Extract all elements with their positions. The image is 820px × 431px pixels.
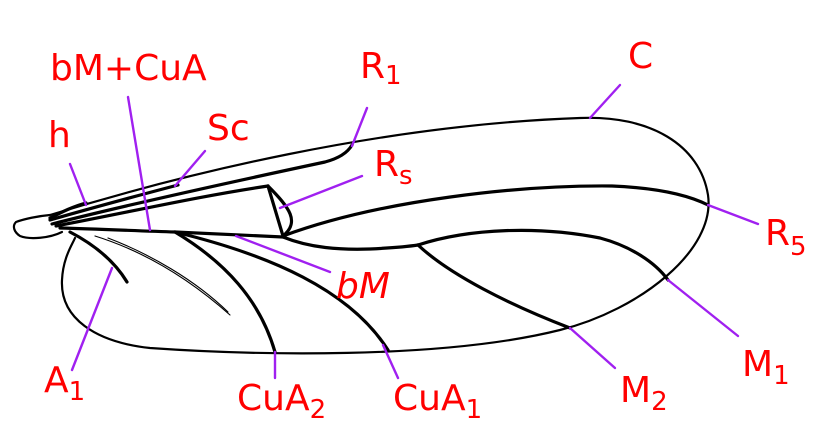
- wing-base-outline: [12, 213, 64, 240]
- label-r5-subscript: 5: [790, 232, 807, 262]
- label-bm-cua: bM+CuA: [50, 48, 207, 89]
- label-c: C: [628, 36, 653, 77]
- leader-line-r1: [350, 106, 369, 148]
- label-cua1-subscript: 1: [466, 395, 483, 425]
- wing-fold-line: [94, 235, 231, 316]
- wing-outline: [48, 116, 710, 355]
- subcostal-vein: [48, 183, 180, 222]
- leader-line-h: [68, 162, 88, 207]
- radius-r1-vein: [50, 143, 354, 226]
- cubitus-cua2-vein: [173, 230, 277, 354]
- anal-a1-vein: [68, 230, 129, 284]
- label-cua1: CuA1: [393, 378, 482, 425]
- label-m1-subscript: 1: [773, 361, 790, 391]
- label-rs: Rs: [374, 144, 413, 191]
- label-m2-base: M: [620, 370, 651, 411]
- crossvein: [266, 184, 285, 238]
- label-m1-base: M: [742, 344, 773, 385]
- leader-line-sc: [173, 149, 207, 188]
- medial-stem-vein: [281, 235, 420, 251]
- leader-line-r5: [706, 203, 760, 226]
- label-m2: M2: [620, 370, 668, 417]
- leader-line-cua1: [381, 343, 400, 380]
- medial-m1-vein: [416, 228, 670, 282]
- label-cua2-subscript: 2: [310, 395, 327, 425]
- bm-cua-stem-vein: [58, 226, 177, 234]
- label-r5: R5: [765, 213, 807, 262]
- leader-line-bm: [234, 234, 332, 274]
- label-rs-base: R: [374, 144, 399, 185]
- leader-line-c: [588, 83, 622, 120]
- label-rs-subscript: s: [399, 161, 413, 191]
- leader-line-a1: [70, 266, 114, 372]
- basal-medial-vein: [173, 230, 285, 239]
- label-cua2-base: CuA: [237, 378, 310, 419]
- label-r5-base: R: [765, 213, 790, 254]
- cubitus-cua1-vein: [173, 230, 390, 352]
- label-m1: M1: [742, 344, 790, 391]
- label-bm: bM: [336, 266, 390, 307]
- label-cua2: CuA2: [237, 378, 326, 425]
- leader-line-bm-cua: [126, 95, 152, 232]
- label-cua1-base: CuA: [393, 378, 466, 419]
- label-a1-base: A: [44, 360, 69, 401]
- label-a1: A1: [44, 360, 85, 407]
- radial-sector-vein: [54, 184, 270, 228]
- label-h: h: [48, 115, 71, 156]
- leader-line-m1: [666, 278, 740, 338]
- label-sc: Sc: [207, 108, 250, 149]
- label-r1: R1: [360, 46, 402, 91]
- label-r1-base: R: [360, 46, 385, 87]
- leader-line-m2: [568, 326, 617, 370]
- radius-r5-vein: [266, 184, 710, 238]
- label-m2-subscript: 2: [651, 387, 668, 417]
- wing-fold-line: [107, 237, 229, 313]
- leader-line-rs: [278, 174, 364, 210]
- label-a1-subscript: 1: [69, 377, 86, 407]
- humeral-vein: [48, 201, 88, 220]
- medial-m2-vein: [416, 243, 572, 330]
- label-r1-subscript: 1: [385, 61, 402, 91]
